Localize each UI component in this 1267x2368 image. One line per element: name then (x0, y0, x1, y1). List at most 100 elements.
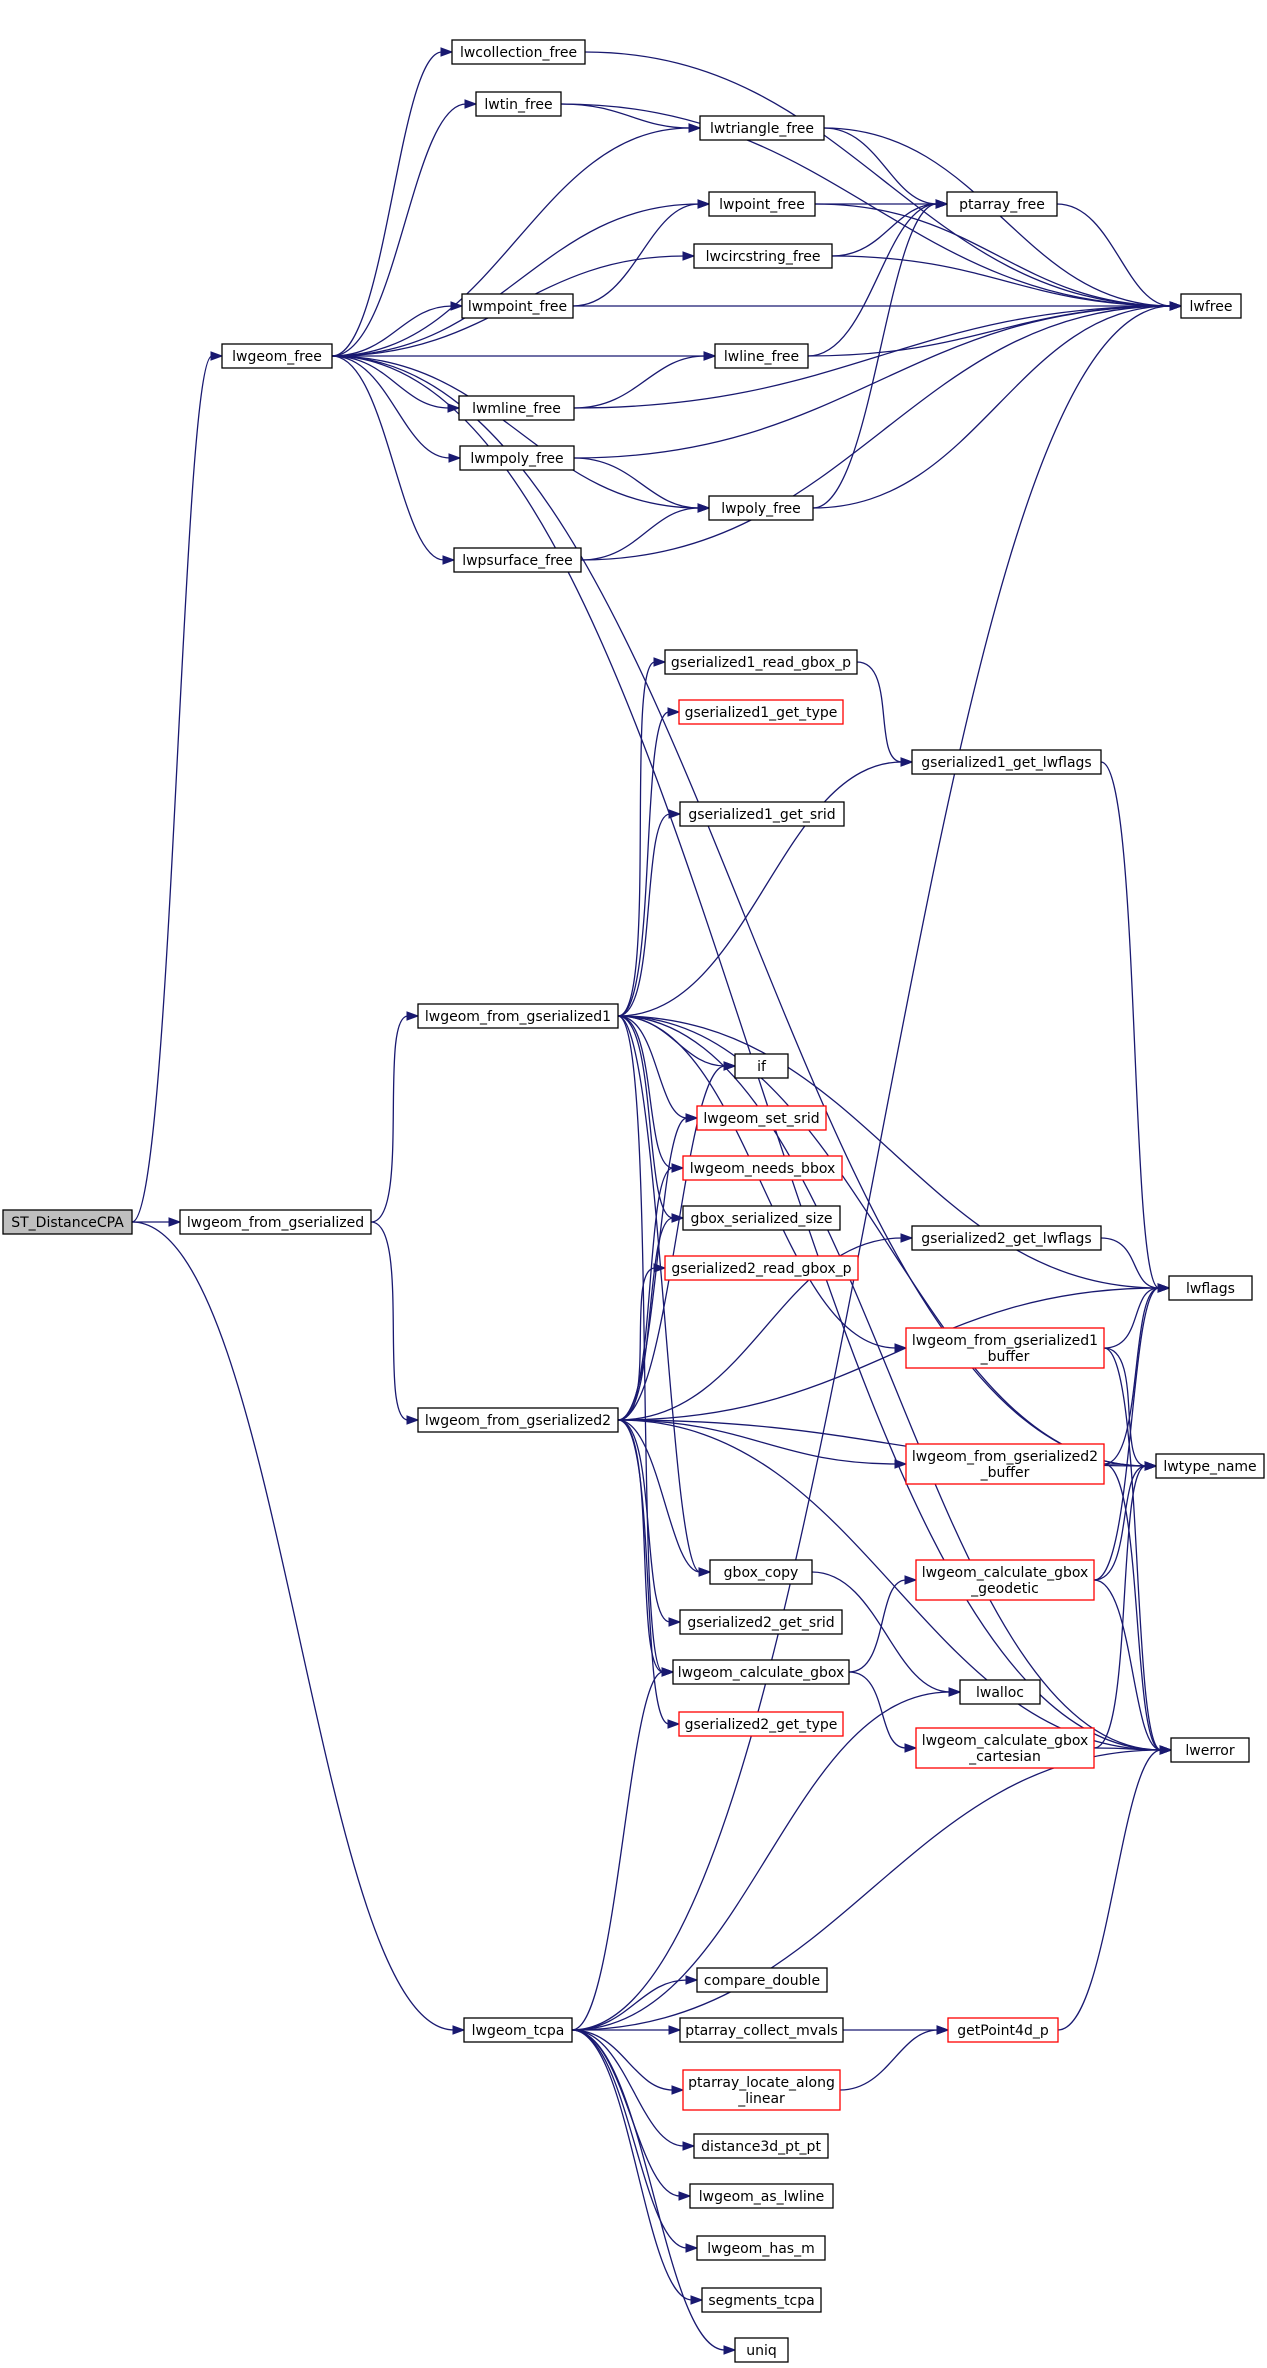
node-label: lwgeom_from_gserialized1 (425, 1009, 611, 1025)
node-lwfree[interactable]: lwfree (1180, 293, 1242, 319)
node-lwgeom-calculate-gbox-geodetic[interactable]: lwgeom_calculate_gbox_geodetic (915, 1559, 1095, 1601)
edge-arrowhead (668, 1617, 682, 1627)
edge-lwmpoly_free-to-lwpoly_free (573, 457, 711, 513)
node-lwalloc[interactable]: lwalloc (959, 1679, 1041, 1705)
node-uniq[interactable]: uniq (734, 2337, 789, 2363)
node-lwgeom-calculate-gbox[interactable]: lwgeom_calculate_gbox (672, 1659, 850, 1685)
node-lwmpoint-free[interactable]: lwmpoint_free (461, 293, 574, 319)
node-label: lwpoly_free (721, 501, 801, 517)
node-gserialized2-get-srid[interactable]: gserialized2_get_srid (679, 1609, 843, 1635)
edge-lwgeom_tcpa-to-lwgeom_calculate_gbox (571, 1667, 675, 2031)
node-label: gbox_serialized_size (690, 1211, 832, 1227)
node-lwgeom-from-gserialized2[interactable]: lwgeom_from_gserialized2 (417, 1407, 619, 1433)
node-getpoint4d-p[interactable]: getPoint4d_p (947, 2017, 1059, 2043)
node-if[interactable]: if (734, 1053, 789, 1079)
node-lwgeom-from-gserialized[interactable]: lwgeom_from_gserialized (179, 1209, 372, 1235)
edge-lwgeom_calculate_gbox-to-lwgeom_calculate_gbox_cartesian (848, 1671, 918, 1753)
edge-line (573, 305, 1172, 409)
node-lwgeom-as-lwline[interactable]: lwgeom_as_lwline (689, 2183, 834, 2209)
edge-lwgeom_from_gserialized1-to-gserialized1_get_srid (617, 809, 682, 1017)
node-lwgeom-from-gserialized1[interactable]: lwgeom_from_gserialized1 (417, 1003, 619, 1029)
edge-lwgeom_free-to-lwpoint_free (331, 199, 711, 357)
node-ptarray-collect-mvals[interactable]: ptarray_collect_mvals (679, 2017, 844, 2043)
edge-line (331, 203, 700, 357)
node-box (708, 495, 814, 521)
node-label: ST_DistanceCPA (11, 1215, 124, 1231)
node-box (664, 1255, 859, 1281)
node-ptarray-free[interactable]: ptarray_free (946, 191, 1058, 217)
node-lwtin-free[interactable]: lwtin_free (475, 91, 562, 117)
node-gbox-serialized-size[interactable]: gbox_serialized_size (682, 1205, 841, 1231)
node-box (696, 2235, 826, 2261)
node-lwgeom-tcpa[interactable]: lwgeom_tcpa (463, 2017, 573, 2043)
edge-arrowhead (671, 1213, 685, 1223)
edge-lwtriangle_free-to-lwfree (823, 127, 1183, 311)
node-distance3d-pt-pt[interactable]: distance3d_pt_pt (693, 2133, 829, 2159)
edge-line (839, 2029, 939, 2091)
node-box (947, 2017, 1059, 2043)
node-gserialized2-get-lwflags[interactable]: gserialized2_get_lwflags (911, 1225, 1102, 1251)
node-gserialized1-get-lwflags[interactable]: gserialized1_get_lwflags (911, 749, 1102, 775)
node-label: _linear (737, 2091, 785, 2107)
edge-line (1103, 1347, 1162, 1751)
node-lwpoly-free[interactable]: lwpoly_free (708, 495, 814, 521)
edge-line (331, 355, 445, 561)
node-lwerror[interactable]: lwerror (1170, 1737, 1250, 1763)
node-lwmline-free[interactable]: lwmline_free (458, 395, 575, 421)
edge-lwgeom_calculate_gbox_geodetic-to-lwerror (1093, 1579, 1173, 1755)
node-lwcollection-free[interactable]: lwcollection_free (451, 39, 586, 65)
node-box (696, 1105, 827, 1131)
node-lwtriangle-free[interactable]: lwtriangle_free (699, 115, 825, 141)
node-gserialized2-read-gbox-p[interactable]: gserialized2_read_gbox_p (664, 1255, 859, 1281)
node-lwflags[interactable]: lwflags (1168, 1275, 1253, 1301)
edge-arrowhead (936, 2025, 950, 2035)
node-box (679, 1609, 843, 1635)
node-box (915, 1727, 1095, 1769)
node-segments-tcpa[interactable]: segments_tcpa (701, 2287, 822, 2313)
edge-arrowhead (948, 1687, 962, 1697)
edge-line (812, 203, 938, 509)
node-box (714, 343, 809, 369)
node-label: _geodetic (970, 1581, 1039, 1597)
node-lwgeom-has-m[interactable]: lwgeom_has_m (696, 2235, 826, 2261)
node-lwgeom-from-gserialized2-buffer[interactable]: lwgeom_from_gserialized2_buffer (905, 1443, 1105, 1485)
node-lwline-free[interactable]: lwline_free (714, 343, 809, 369)
edge-arrowhead (703, 351, 717, 361)
node-ptarray-locate-along-linear[interactable]: ptarray_locate_along_linear (682, 2069, 841, 2111)
node-label: gserialized1_get_lwflags (921, 755, 1091, 771)
edge-line (617, 1015, 674, 1169)
node-label: _buffer (980, 1349, 1030, 1365)
node-label: lwgeom_from_gserialized (187, 1215, 364, 1231)
edge-line (571, 1691, 951, 2031)
node-gserialized1-get-type[interactable]: gserialized1_get_type (678, 699, 844, 725)
node-label: lwline_free (724, 349, 799, 365)
node-gserialized1-get-srid[interactable]: gserialized1_get_srid (679, 801, 845, 827)
node-label: lwgeom_set_srid (703, 1111, 819, 1127)
edge-lwgeom_from_gserialized2-to-gbox_copy (617, 1419, 712, 1577)
node-label: lwfree (1190, 299, 1233, 315)
node-lwtype-name[interactable]: lwtype_name (1155, 1453, 1265, 1479)
node-lwcircstring-free[interactable]: lwcircstring_free (693, 243, 833, 269)
node-lwgeom-needs-bbox[interactable]: lwgeom_needs_bbox (682, 1155, 843, 1181)
node-box (734, 1053, 789, 1079)
node-box (905, 1443, 1105, 1485)
edge-arrowhead (900, 757, 914, 767)
node-gbox-copy[interactable]: gbox_copy (709, 1559, 813, 1585)
node-lwpsurface-free[interactable]: lwpsurface_free (453, 547, 582, 573)
edge-line (571, 1979, 688, 2031)
node-lwgeom-set-srid[interactable]: lwgeom_set_srid (696, 1105, 827, 1131)
node-gserialized2-get-type[interactable]: gserialized2_get_type (678, 1711, 844, 1737)
node-box (664, 649, 858, 675)
node-lwgeom-free[interactable]: lwgeom_free (221, 343, 333, 369)
edge-arrowhead (1159, 1745, 1173, 1755)
edge-line (831, 255, 1172, 307)
node-label: lwcircstring_free (706, 249, 821, 265)
edge-arrowhead (935, 199, 949, 209)
node-lwmpoly-free[interactable]: lwmpoly_free (459, 445, 575, 471)
node-lwgeom-from-gserialized1-buffer[interactable]: lwgeom_from_gserialized1_buffer (905, 1327, 1105, 1369)
node-compare-double[interactable]: compare_double (696, 1967, 828, 1993)
node-gserialized1-read-gbox-p[interactable]: gserialized1_read_gbox_p (664, 649, 858, 675)
node-lwgeom-calculate-gbox-cartesian[interactable]: lwgeom_calculate_gbox_cartesian (915, 1727, 1095, 1769)
node-lwpoint-free[interactable]: lwpoint_free (708, 191, 816, 217)
node-st-distancecpa[interactable]: ST_DistanceCPA (2, 1209, 133, 1235)
